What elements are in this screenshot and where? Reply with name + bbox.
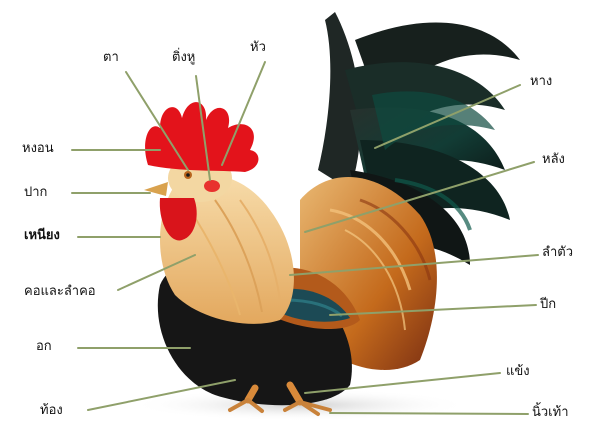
label-niang: เหนียง <box>24 228 60 244</box>
label-pik: ปีก <box>540 297 556 313</box>
label-khaeng: แข้ง <box>506 364 530 380</box>
label-kho-lam-kho: คอและลำคอ <box>24 284 96 300</box>
label-hang: หาง <box>530 74 552 90</box>
label-thong: ท้อง <box>40 403 63 419</box>
label-ok: อก <box>36 339 52 355</box>
label-hong-on: หงอน <box>22 141 54 157</box>
leader-niu-thao <box>330 413 528 414</box>
label-lam-tua: ลำตัว <box>542 245 573 261</box>
ear-lobe <box>204 180 220 192</box>
label-ting-hu: ติ่งหู <box>172 50 195 66</box>
label-hua: หัว <box>250 40 266 56</box>
label-niu-thao: นิ้วเท้า <box>532 405 569 421</box>
label-ta: ตา <box>103 50 119 66</box>
label-lang: หลัง <box>542 152 565 168</box>
label-pak: ปาก <box>24 185 47 201</box>
